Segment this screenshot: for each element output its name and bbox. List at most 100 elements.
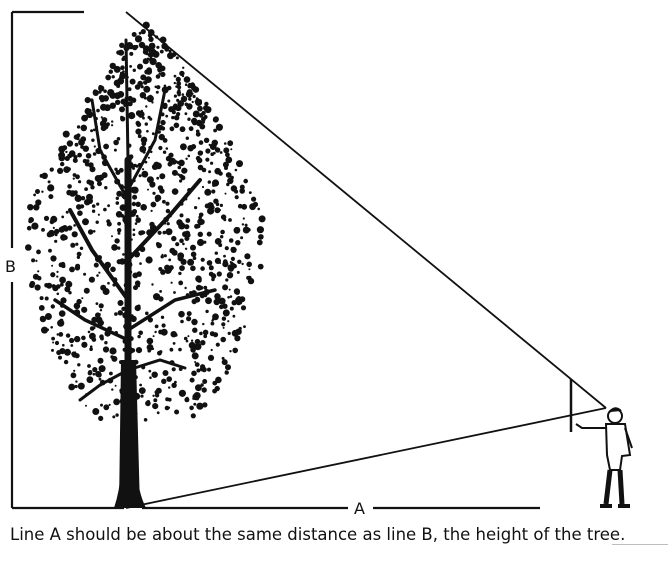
leaf-cluster	[165, 228, 173, 236]
leaf-cluster	[178, 222, 186, 230]
leaf-cluster	[76, 298, 82, 305]
leaf-cluster	[214, 251, 218, 255]
leaf-cluster	[175, 76, 181, 82]
leaf-cluster	[224, 192, 227, 195]
leaf-cluster	[120, 44, 124, 48]
leaf-cluster	[197, 105, 203, 112]
tree-foliage	[25, 21, 266, 422]
leaf-cluster	[59, 318, 64, 323]
leaf-cluster	[187, 335, 190, 338]
leaf-cluster	[93, 145, 96, 148]
leaf-cluster	[238, 326, 242, 331]
leaf-cluster	[246, 261, 252, 268]
leaf-cluster	[81, 306, 88, 313]
leaf-cluster	[130, 315, 137, 323]
leaf-cluster	[113, 139, 119, 146]
leaf-cluster	[118, 167, 124, 173]
leaf-cluster	[191, 318, 198, 326]
leaf-cluster	[162, 230, 167, 235]
leaf-cluster	[59, 348, 66, 355]
leaf-cluster	[93, 262, 99, 268]
leaf-cluster	[176, 112, 181, 117]
leaf-cluster	[193, 392, 201, 400]
leaf-cluster	[98, 415, 104, 421]
leaf-cluster	[148, 42, 156, 50]
leaf-cluster	[203, 285, 208, 290]
leaf-cluster	[195, 97, 199, 100]
leaf-cluster	[26, 225, 32, 231]
leaf-cluster	[51, 348, 54, 352]
leaf-cluster	[198, 212, 204, 218]
leaf-cluster	[130, 186, 137, 193]
leaf-cluster	[75, 380, 78, 383]
leaf-cluster	[82, 145, 90, 152]
leaf-cluster	[206, 260, 213, 266]
leaf-cluster	[89, 345, 93, 349]
leaf-cluster	[191, 85, 197, 91]
leaf-cluster	[150, 209, 153, 212]
leaf-cluster	[87, 330, 91, 334]
leaf-cluster	[205, 157, 210, 162]
leaf-cluster	[144, 122, 148, 126]
leaf-cluster	[237, 203, 243, 209]
leaf-cluster	[184, 224, 190, 230]
leaf-cluster	[223, 142, 227, 145]
leaf-cluster	[175, 105, 182, 112]
leaf-cluster	[180, 319, 184, 324]
leaf-cluster	[73, 302, 81, 310]
leaf-cluster	[144, 69, 150, 75]
leaf-cluster	[230, 246, 237, 253]
leaf-cluster	[59, 282, 64, 287]
leaf-cluster	[190, 251, 197, 258]
leaf-cluster	[82, 158, 88, 164]
line-b-bracket	[10, 10, 124, 510]
leaf-cluster	[177, 252, 185, 260]
leaf-cluster	[222, 161, 229, 168]
leaf-cluster	[89, 166, 96, 173]
leaf-cluster	[171, 382, 177, 388]
leaf-cluster	[197, 345, 200, 349]
leaf-cluster	[166, 376, 172, 382]
leaf-cluster	[54, 233, 58, 237]
leaf-cluster	[202, 402, 208, 408]
leaf-cluster	[192, 327, 198, 333]
leaf-cluster	[195, 275, 202, 283]
leaf-cluster	[173, 291, 176, 294]
leaf-cluster	[179, 238, 184, 244]
leaf-cluster	[161, 323, 166, 328]
leaf-cluster	[132, 233, 136, 237]
leaf-cluster	[74, 194, 82, 202]
leaf-cluster	[61, 215, 65, 219]
leaf-cluster	[196, 402, 204, 410]
leaf-cluster	[47, 180, 51, 184]
leaf-cluster	[91, 209, 96, 213]
leaf-cluster	[200, 257, 205, 262]
leaf-cluster	[111, 120, 114, 123]
leaf-cluster	[176, 81, 182, 86]
leaf-cluster	[117, 310, 124, 316]
leaf-cluster	[83, 272, 87, 276]
leaf-cluster	[66, 140, 74, 147]
leaf-cluster	[168, 265, 174, 271]
leaf-cluster	[35, 259, 38, 262]
leaf-cluster	[121, 306, 126, 311]
leaf-cluster	[228, 218, 232, 222]
leaf-cluster	[168, 258, 172, 262]
leaf-cluster	[178, 280, 184, 286]
leaf-cluster	[72, 177, 75, 180]
leaf-cluster	[74, 335, 81, 343]
leaf-cluster	[81, 114, 88, 122]
leaf-cluster	[221, 359, 228, 366]
leaf-cluster	[84, 108, 91, 115]
leaf-cluster	[106, 219, 111, 224]
leaf-cluster	[186, 316, 192, 322]
leaf-cluster	[184, 168, 188, 173]
leaf-cluster	[147, 115, 151, 119]
leaf-cluster	[197, 164, 204, 171]
leaf-cluster	[98, 365, 106, 373]
leaf-cluster	[100, 336, 104, 341]
leaf-cluster	[114, 167, 118, 171]
leaf-cluster	[107, 89, 115, 97]
leaf-cluster	[69, 266, 75, 273]
divider-rule	[612, 544, 668, 545]
